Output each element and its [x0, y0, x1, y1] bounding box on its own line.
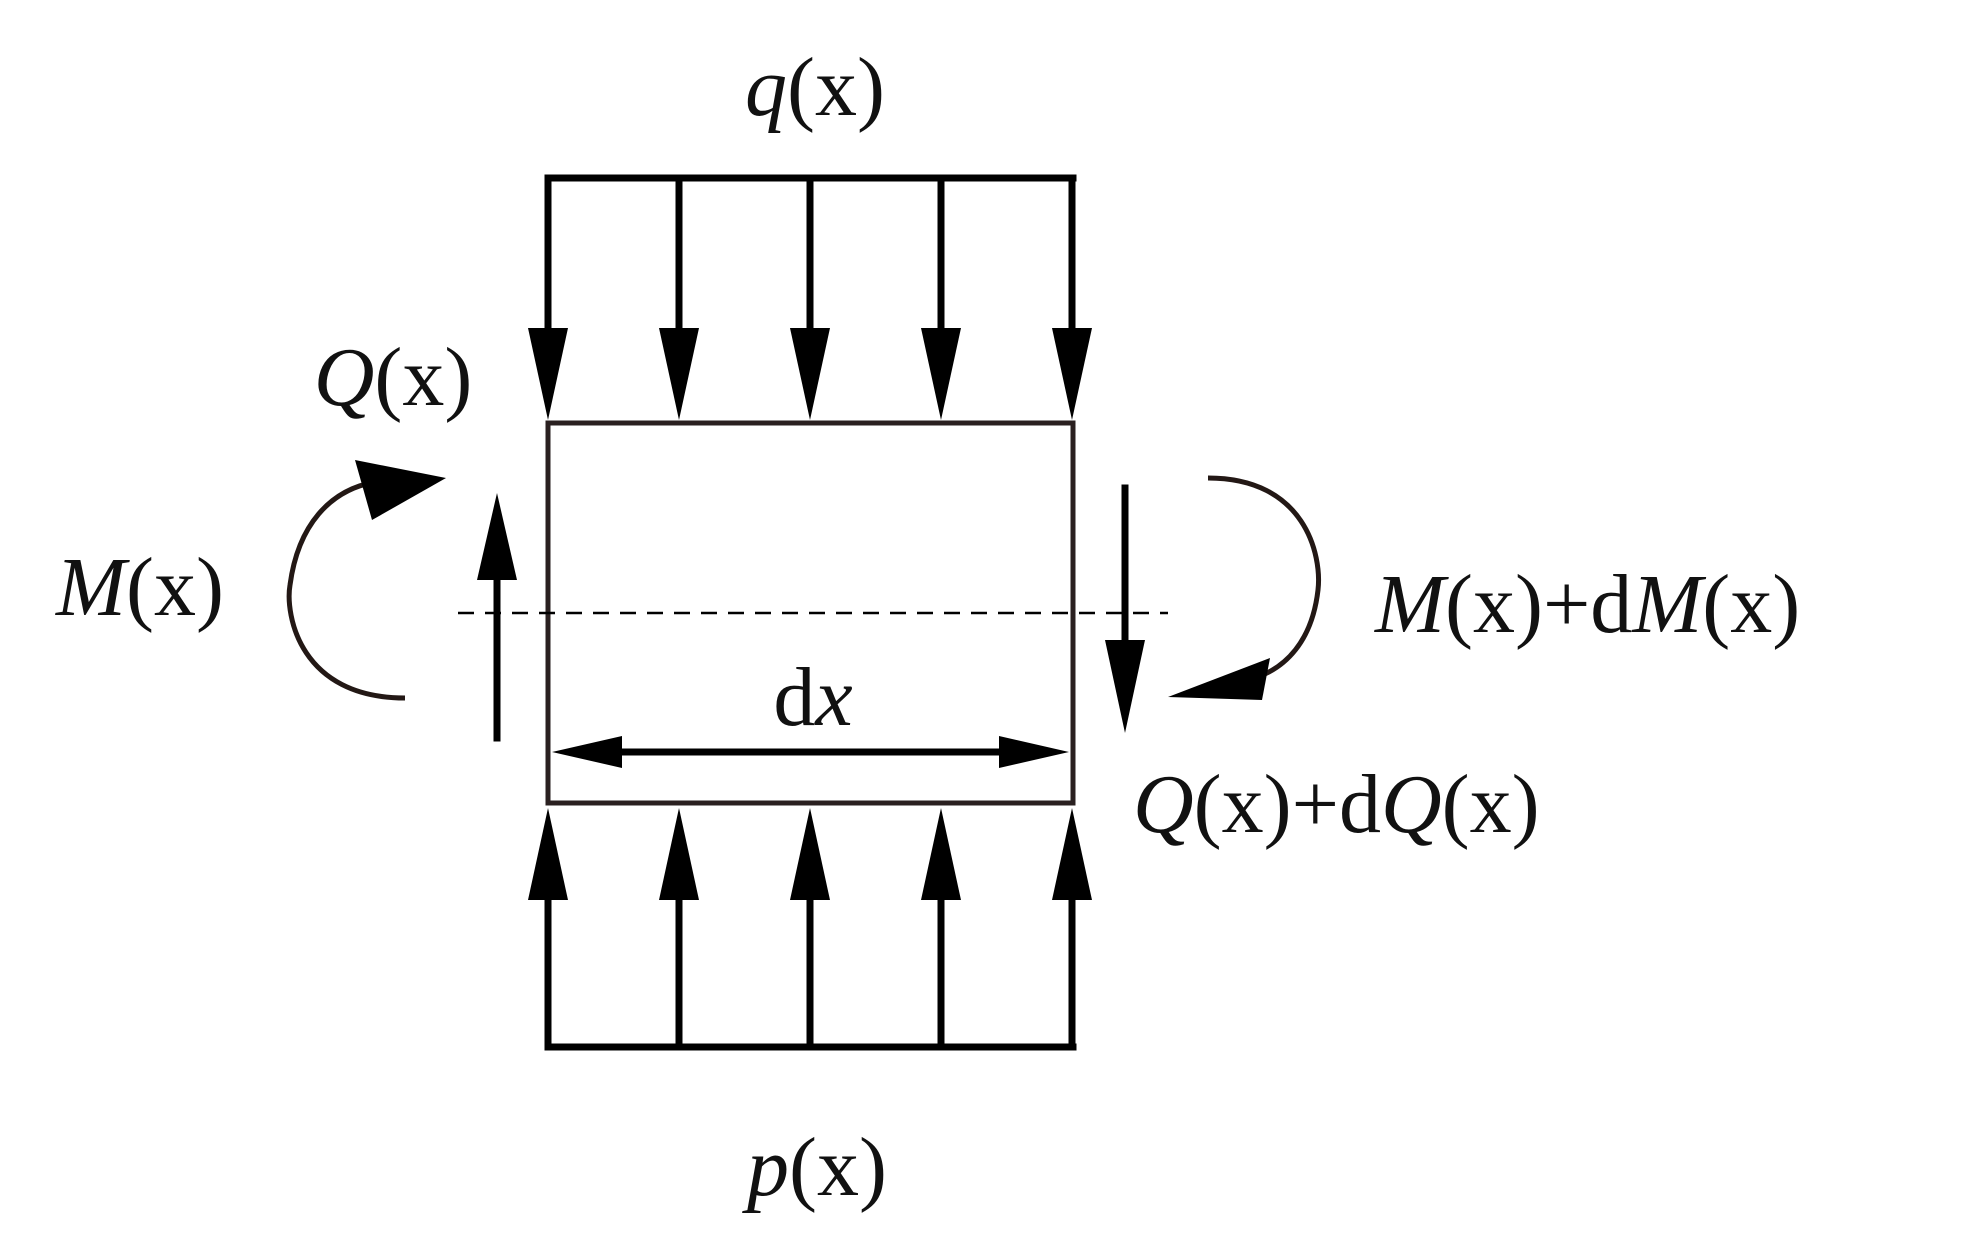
load-arrow-down — [1052, 174, 1092, 420]
label-dx: dx — [773, 651, 852, 744]
load-arrow-up — [790, 808, 830, 1051]
moment-arrow-left — [286, 460, 446, 701]
distributed-load-top — [528, 174, 1092, 420]
load-arrow-down — [790, 174, 830, 420]
load-arrow-up — [659, 808, 699, 1051]
load-arrow-up — [1052, 808, 1092, 1051]
label-q: q(x) — [745, 41, 885, 134]
load-arrow-down — [528, 174, 568, 420]
load-arrow-down — [921, 174, 961, 420]
label-shear-right: Q(x)+dQ(x) — [1133, 758, 1540, 851]
distributed-load-bottom — [528, 808, 1092, 1051]
dimension-dx — [552, 736, 1069, 768]
label-shear-left: Q(x) — [314, 331, 473, 424]
shear-arrow-left — [477, 493, 517, 742]
load-arrow-up — [921, 808, 961, 1051]
shear-arrow-right — [1105, 484, 1145, 733]
load-arrow-down — [659, 174, 699, 420]
moment-arrow-right — [1168, 475, 1322, 700]
label-moment-right: M(x)+dM(x) — [1374, 558, 1800, 651]
load-arrow-up — [528, 808, 568, 1051]
label-moment-left: M(x) — [55, 541, 224, 634]
label-p: p(x) — [742, 1121, 887, 1214]
